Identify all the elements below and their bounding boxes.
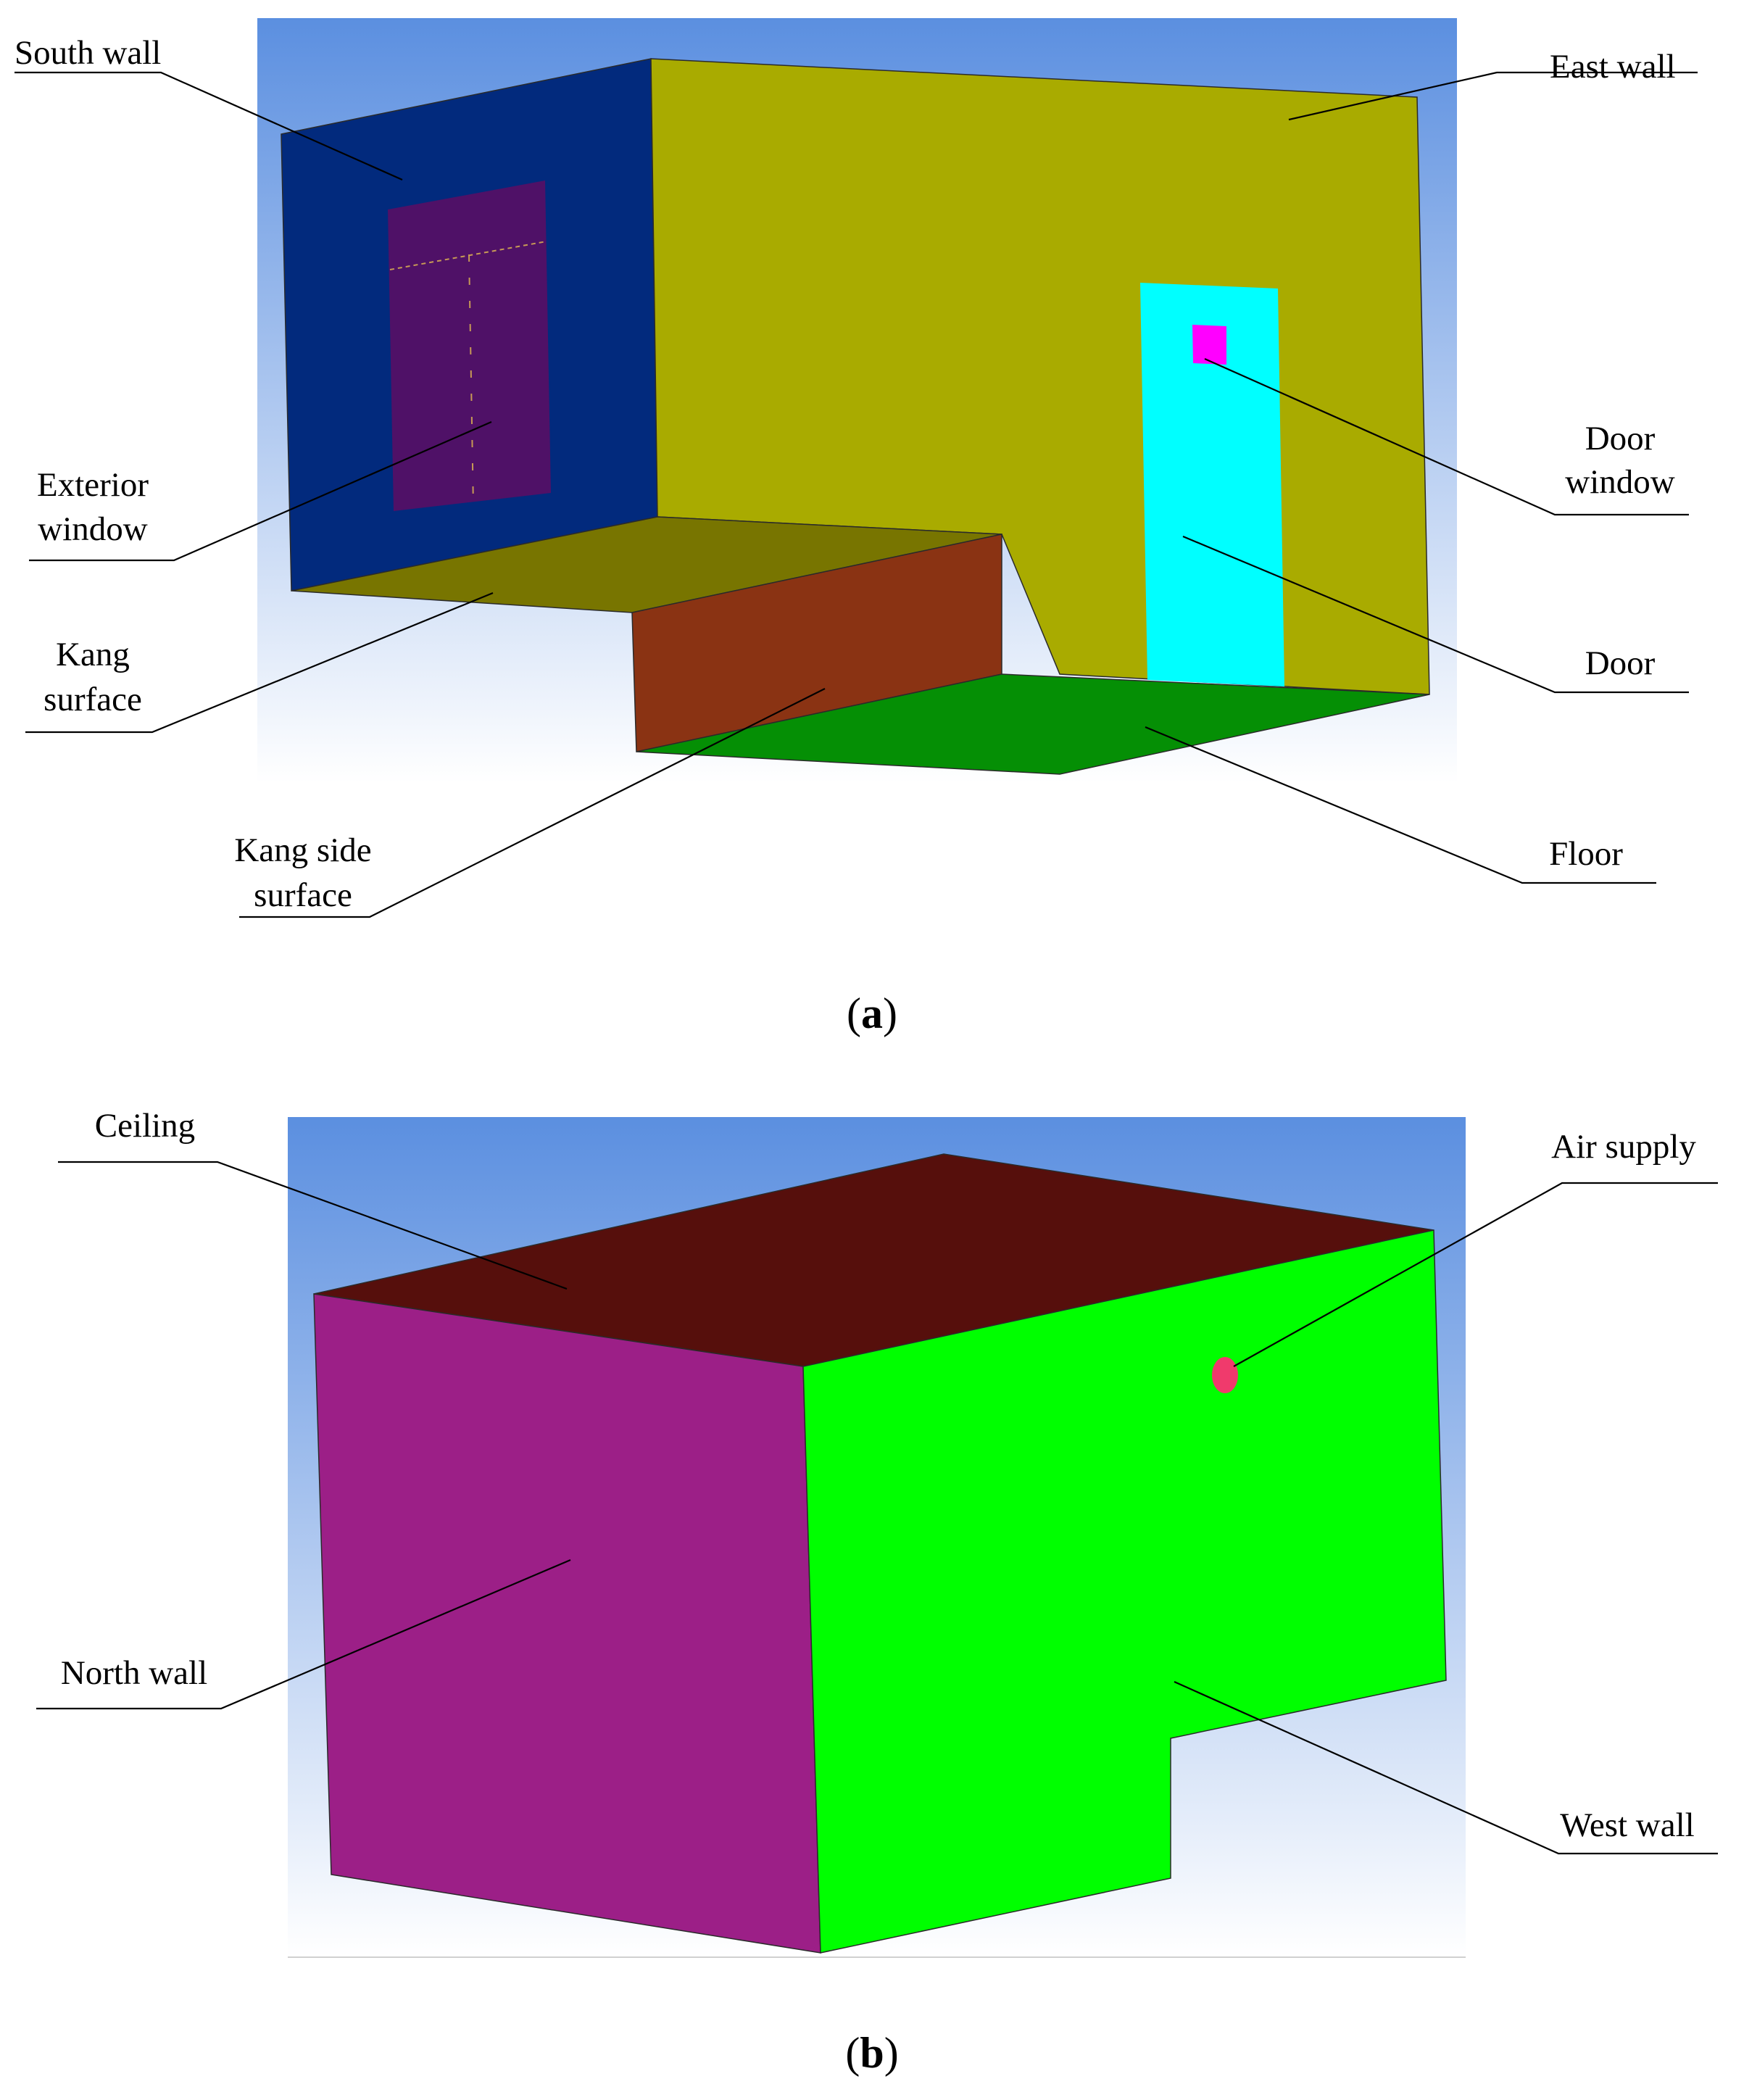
leader-exterior-window [29,420,492,562]
label-kang-side-surface-line1: Kang side [234,831,371,869]
label-door: Door [1585,644,1656,682]
panel-a: South wall East wall Exterior window Doo… [14,18,1698,1037]
west-wall-surface [802,1229,1447,1954]
leader-kang-surface [25,592,494,734]
label-kang-surface-line1: Kang [56,636,130,673]
leader-east-wall [1288,71,1698,121]
door-surface [1140,283,1284,686]
air-supply-surface [1212,1357,1238,1393]
leader-west-wall [1174,1680,1718,1855]
label-east-wall: East wall [1550,48,1676,86]
door-window-surface [1192,325,1226,365]
window-mullion-vertical [468,254,474,508]
leader-floor [1145,726,1656,884]
label-kang-surface-line2: surface [43,681,142,718]
label-kang-side-surface-line2: surface [254,876,352,914]
window-mullion-horizontal [389,241,547,270]
label-exterior-window-line1: Exterior [37,466,149,504]
label-south-wall: South wall [14,34,161,72]
leader-ceiling [58,1161,568,1290]
label-west-wall: West wall [1560,1806,1694,1844]
leader-door [1182,535,1689,694]
leader-south-wall [14,71,403,181]
label-air-supply: Air supply [1551,1128,1696,1166]
label-ceiling: Ceiling [95,1107,195,1145]
leader-north-wall [36,1559,571,1710]
leader-kang-side-surface [239,688,826,918]
leader-door-window [1204,357,1689,516]
label-north-wall: North wall [61,1654,207,1692]
leader-air-supply [1233,1182,1718,1367]
label-floor: Floor [1549,835,1623,873]
label-exterior-window-line2: window [38,510,148,548]
panel-b: Ceiling Air supply North wall West wall … [36,1107,1718,2077]
exterior-window-surface [388,180,551,511]
label-door-window-line1: Door [1585,420,1656,457]
north-wall-surface [313,1293,821,1954]
caption-a: (a) [847,989,897,1037]
caption-b: (b) [845,2029,898,2077]
label-door-window-line2: window [1565,463,1675,501]
floor-surface [636,673,1430,775]
